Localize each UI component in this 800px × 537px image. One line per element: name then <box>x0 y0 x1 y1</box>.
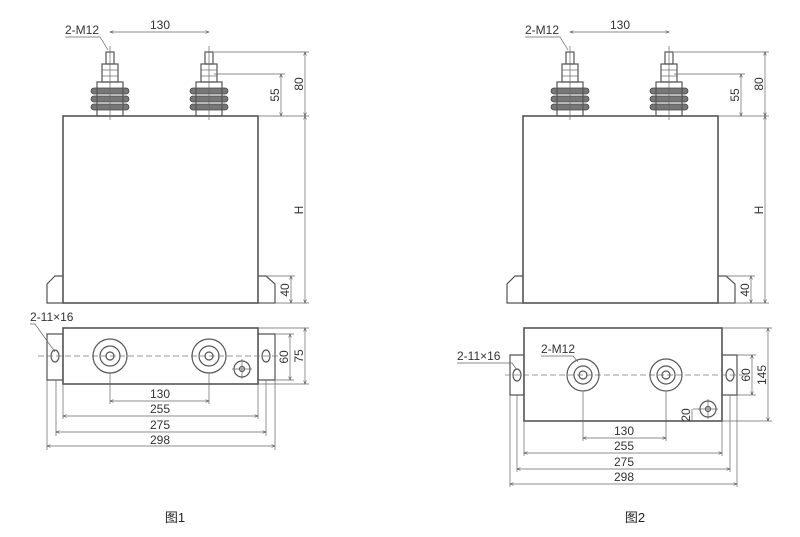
dim-298: 298 <box>150 433 170 447</box>
hole-label: 2-11×16 <box>30 310 74 324</box>
dim-130: 130 <box>150 387 170 401</box>
figure-1-elevation-view: 2-M12 130 55 80H 40 <box>46 18 309 304</box>
ground-bolt <box>232 359 252 379</box>
terminal-bushing <box>189 46 229 120</box>
dim-255: 255 <box>614 439 634 453</box>
dim-130: 130 <box>610 18 630 32</box>
dim-20: 20 <box>679 408 693 422</box>
terminal-label: 2-M12 <box>65 23 99 37</box>
dim-depth: 75 <box>292 349 306 363</box>
terminal-bushing <box>550 46 590 120</box>
terminal-bushing <box>649 46 689 120</box>
capacitor-body-top <box>523 327 723 422</box>
figure-caption: 图1 <box>165 510 185 525</box>
figure-caption: 图2 <box>625 510 645 525</box>
dim-h: H <box>292 206 306 215</box>
dim-55: 55 <box>268 88 282 102</box>
dim-80: 80 <box>292 77 306 91</box>
figure-2-plan-view: 2-11×16 2-M12 60 145 20 130 255 275 298 … <box>457 327 772 525</box>
capacitor-body <box>522 115 719 304</box>
dim-depth: 145 <box>755 365 769 385</box>
dim-60: 60 <box>277 350 291 364</box>
figure-2-elevation-view: 2-M12 130 55 80H 40 <box>506 18 769 304</box>
dim-130: 130 <box>614 424 634 438</box>
figure-1-plan-view: 2-11×16 60 75 130 255 275 298 图1 <box>30 310 309 525</box>
terminal-label: 2-M12 <box>525 23 559 37</box>
dim-275: 275 <box>614 455 634 469</box>
dim-255: 255 <box>150 402 170 416</box>
terminal-bushing <box>90 46 130 120</box>
dim-55: 55 <box>728 88 742 102</box>
dim-40: 40 <box>738 283 752 297</box>
terminal-label: 2-M12 <box>541 342 575 356</box>
capacitor-body <box>62 115 259 304</box>
dim-80: 80 <box>752 77 766 91</box>
dim-298: 298 <box>614 470 634 484</box>
dim-130: 130 <box>150 18 170 32</box>
dim-40: 40 <box>278 283 292 297</box>
dim-275: 275 <box>150 418 170 432</box>
dim-60: 60 <box>739 368 753 382</box>
dim-h: H <box>752 206 766 215</box>
hole-label: 2-11×16 <box>457 349 501 363</box>
terminal-top-view <box>649 358 683 392</box>
terminal-top-view <box>566 358 600 392</box>
